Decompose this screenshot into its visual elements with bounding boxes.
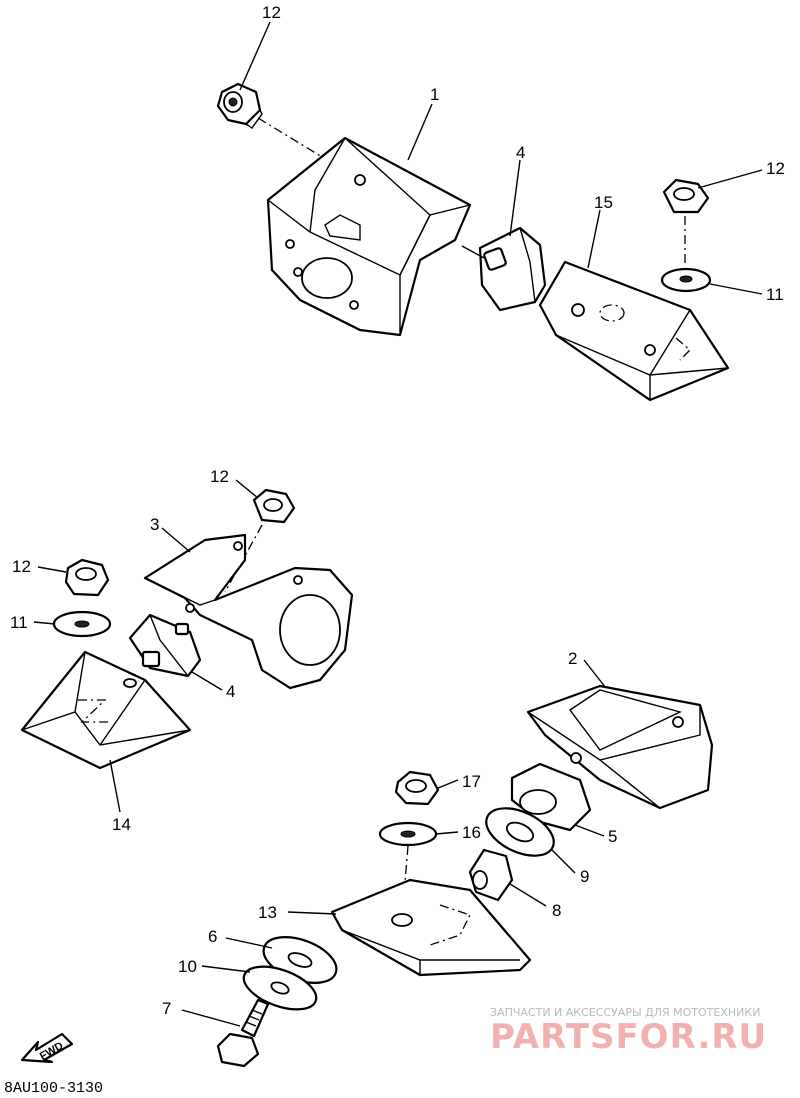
nut-12-top bbox=[216, 82, 263, 129]
callout-7: 7 bbox=[162, 999, 171, 1018]
callout-5: 5 bbox=[608, 827, 617, 846]
nut-12-right bbox=[662, 178, 710, 265]
callout-15: 15 bbox=[594, 193, 613, 212]
callout-9: 9 bbox=[580, 867, 589, 886]
washer-10 bbox=[242, 965, 318, 1011]
callout-2: 2 bbox=[568, 649, 577, 668]
damper-4-mid bbox=[128, 613, 202, 678]
washer-11-right bbox=[660, 267, 712, 293]
bracket-arm-3 bbox=[143, 533, 354, 690]
callout-17: 17 bbox=[462, 772, 481, 791]
bolt-7 bbox=[216, 998, 270, 1068]
washer-9 bbox=[485, 807, 555, 857]
callout-12-left: 12 bbox=[12, 557, 31, 576]
callout-16: 16 bbox=[462, 823, 481, 842]
bracket-box-1 bbox=[266, 136, 472, 337]
callout-14: 14 bbox=[112, 815, 131, 834]
washer-16 bbox=[378, 821, 438, 847]
nut-12-mid bbox=[252, 488, 296, 524]
callout-11-left: 11 bbox=[10, 613, 28, 632]
callout-11-right: 11 bbox=[766, 285, 784, 304]
damper-4-top bbox=[461, 226, 547, 312]
bracket-box-2 bbox=[526, 684, 714, 810]
support-14 bbox=[20, 650, 192, 770]
callout-13: 13 bbox=[258, 903, 277, 922]
callout-4-top: 4 bbox=[516, 143, 525, 162]
callout-12-right: 12 bbox=[766, 159, 785, 178]
washer-11-left bbox=[52, 610, 112, 638]
rubber-5 bbox=[510, 762, 592, 832]
fwd-label: FWD bbox=[38, 1040, 66, 1063]
diagram-code: 8AU100-3130 bbox=[4, 1080, 103, 1097]
support-15 bbox=[538, 260, 730, 402]
nut-12-left bbox=[64, 558, 110, 597]
callout-10: 10 bbox=[178, 957, 197, 976]
plate-13 bbox=[330, 878, 532, 977]
collar-8 bbox=[468, 848, 514, 902]
callout-1: 1 bbox=[430, 85, 439, 104]
watermark-brand: PARTSFOR.RU bbox=[490, 1017, 767, 1057]
callout-12-top: 12 bbox=[262, 3, 281, 22]
callout-4-mid: 4 bbox=[226, 682, 235, 701]
watermark-tagline: ЗАПЧАСТИ И АКСЕССУАРЫ ДЛЯ МОТОТЕХНИКИ bbox=[490, 1006, 760, 1019]
callout-6: 6 bbox=[208, 927, 217, 946]
nut-17 bbox=[394, 770, 440, 806]
callout-3: 3 bbox=[150, 515, 159, 534]
callout-12-mid: 12 bbox=[210, 467, 229, 486]
fwd-arrow-icon: FWD bbox=[20, 1032, 74, 1064]
callout-8: 8 bbox=[552, 901, 561, 920]
